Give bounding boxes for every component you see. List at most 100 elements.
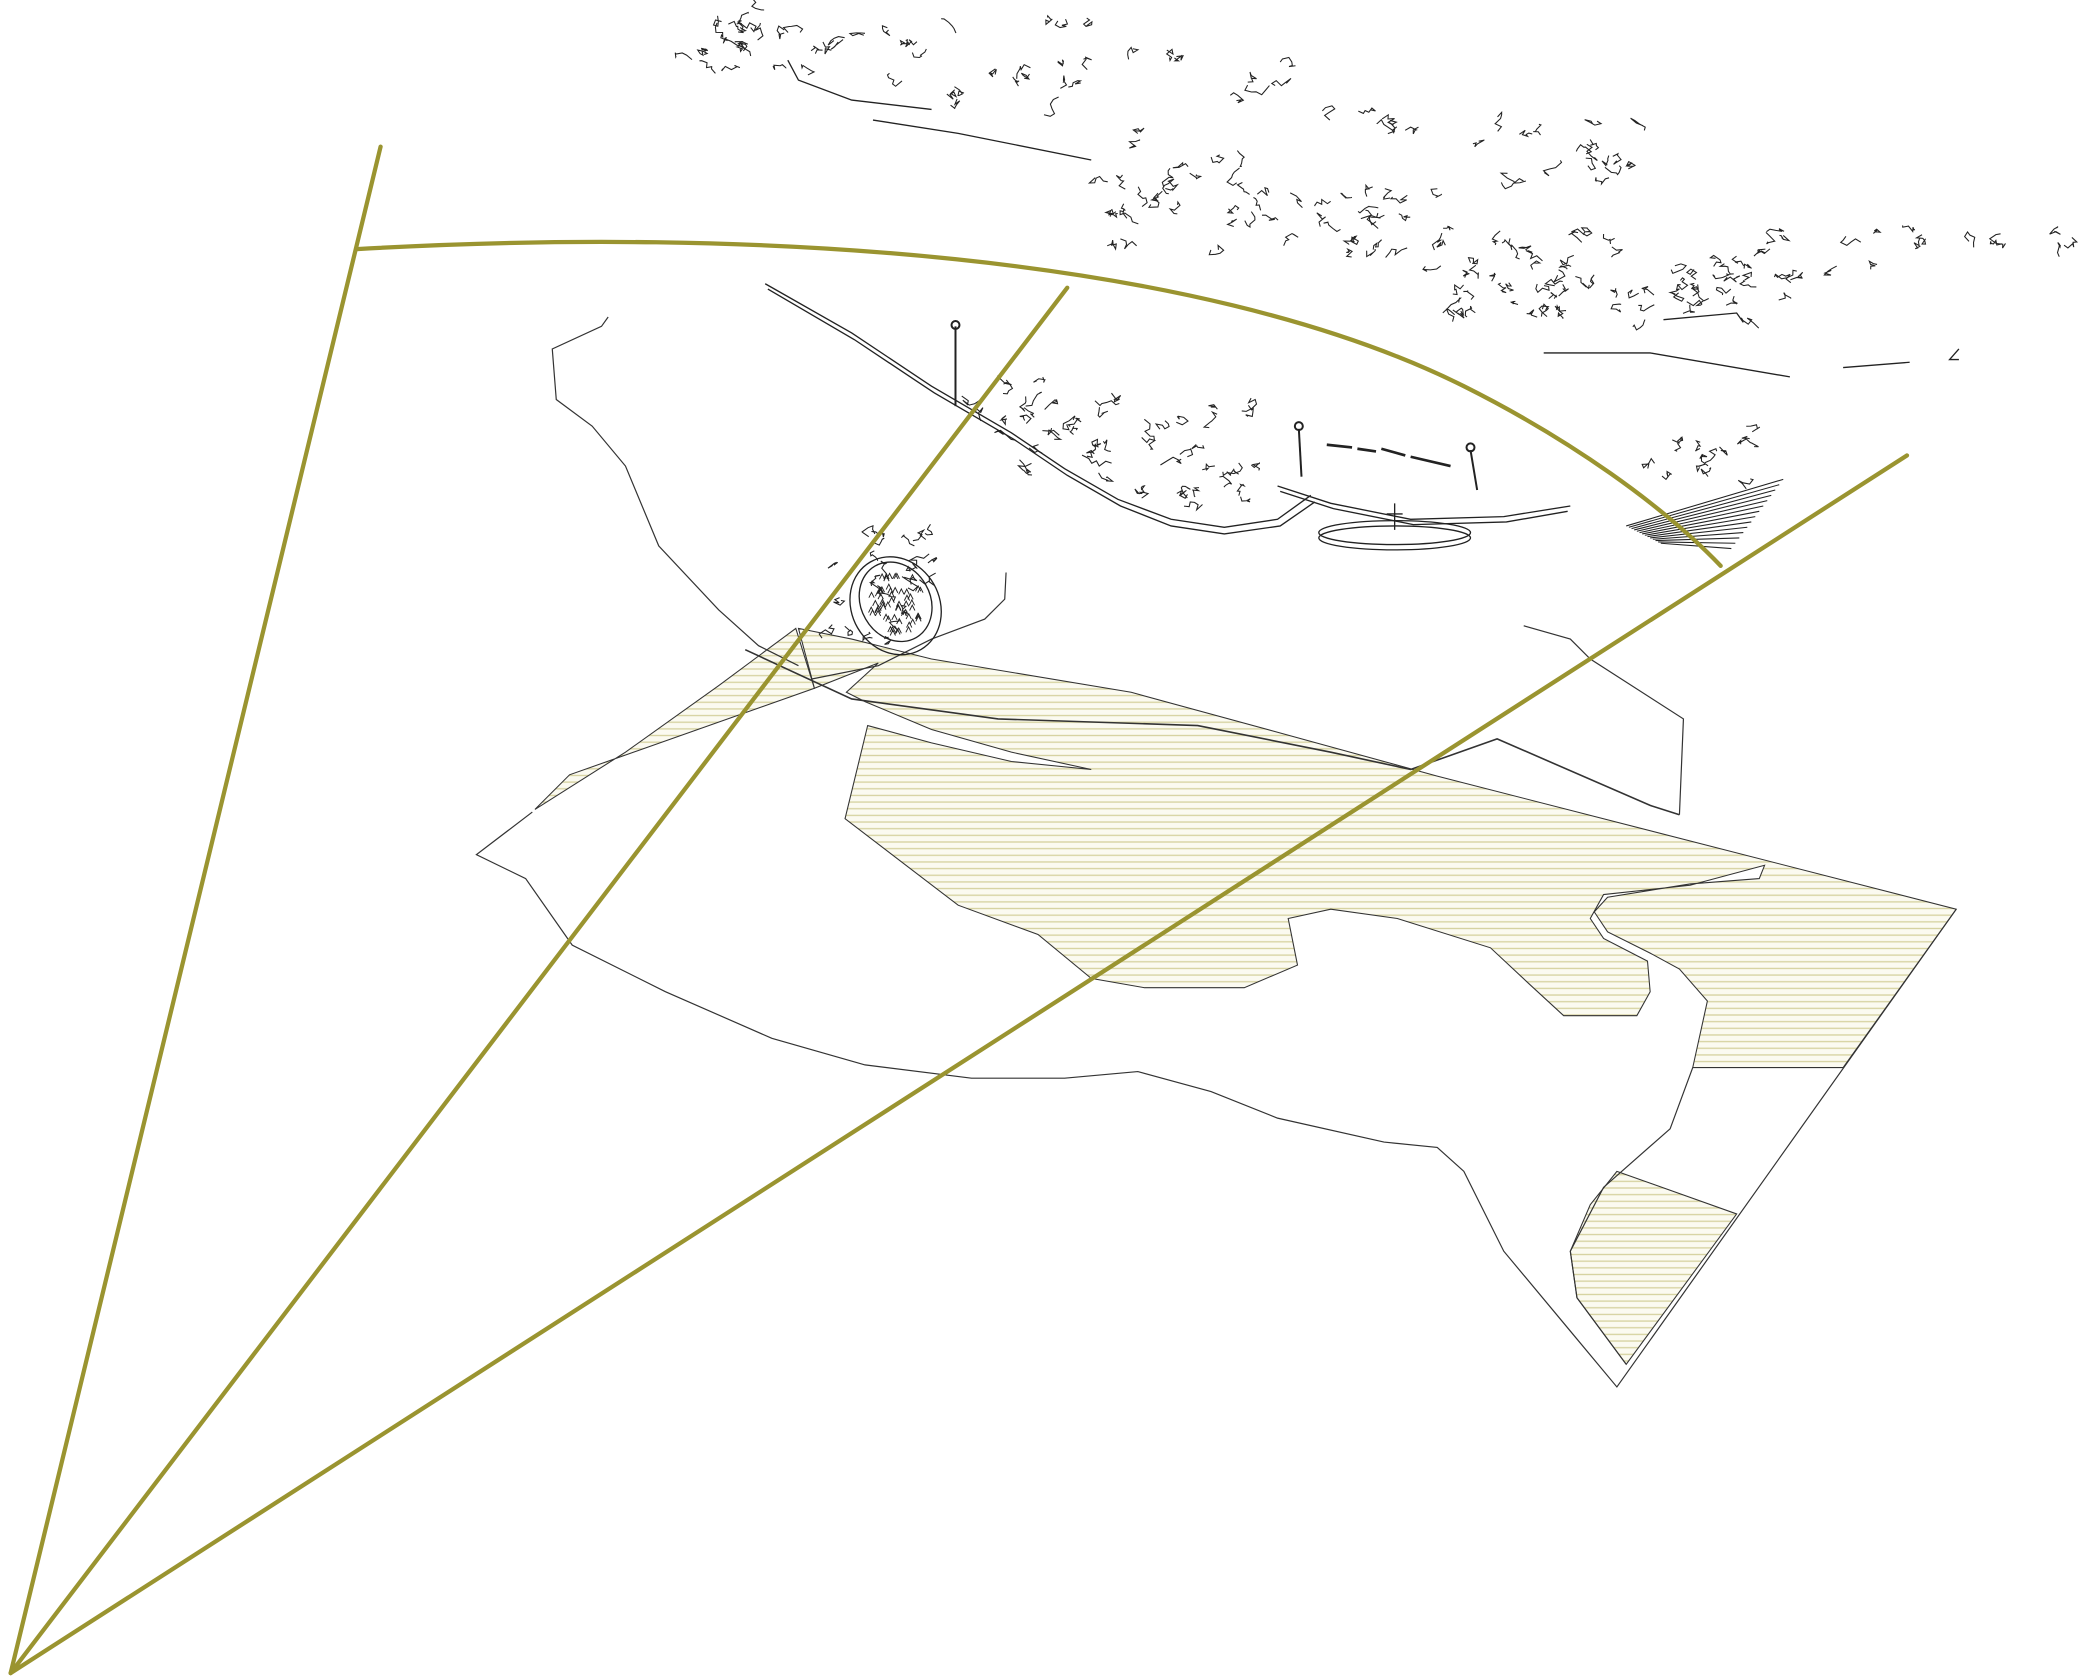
vegetation-stroke bbox=[1525, 250, 1543, 262]
vegetation-stroke bbox=[1137, 186, 1148, 207]
vegetation-stroke bbox=[1183, 501, 1203, 512]
vegetation-stroke bbox=[1165, 48, 1174, 63]
vegetation-stroke bbox=[1019, 414, 1032, 424]
fan-line bbox=[1647, 521, 1752, 538]
hatched-area-main bbox=[797, 627, 1958, 1069]
vegetation-stroke bbox=[1202, 410, 1218, 429]
vegetation-stroke bbox=[1510, 244, 1520, 260]
vegetation-stroke bbox=[1082, 17, 1093, 27]
vegetation-stroke bbox=[869, 550, 879, 561]
fan-line bbox=[1626, 478, 1784, 527]
vegetation-stroke bbox=[726, 39, 749, 48]
garden-triangle bbox=[885, 615, 892, 622]
vegetation-stroke bbox=[2056, 242, 2061, 257]
vegetation-stroke bbox=[1389, 194, 1408, 204]
vegetation-stroke bbox=[1902, 225, 1916, 233]
vegetation-stroke bbox=[1208, 244, 1225, 256]
site-outline bbox=[475, 316, 1957, 1388]
vegetation-stroke bbox=[1575, 276, 1590, 290]
vegetation-stroke bbox=[1715, 286, 1732, 296]
vegetation-stroke bbox=[924, 524, 934, 536]
vegetation-stroke bbox=[1091, 438, 1102, 448]
vegetation-stroke bbox=[1323, 221, 1341, 233]
vegetation-stroke bbox=[1139, 485, 1146, 494]
fan-line bbox=[1636, 500, 1768, 532]
vegetation-stroke bbox=[950, 98, 961, 110]
vegetation-stroke bbox=[818, 624, 835, 639]
vegetation-stroke bbox=[1279, 56, 1296, 68]
vegetation-stroke bbox=[1229, 92, 1245, 104]
vegetation-stroke bbox=[1069, 426, 1078, 435]
garden-triangle bbox=[889, 629, 896, 636]
vegetation-stroke bbox=[1741, 271, 1753, 281]
garden-triangle bbox=[887, 625, 894, 633]
garden-triangle bbox=[872, 599, 879, 607]
garden-triangle bbox=[917, 586, 924, 593]
lamp-posts bbox=[950, 320, 1479, 491]
vegetation-stroke bbox=[1360, 214, 1379, 229]
vegetation-stroke bbox=[1594, 177, 1610, 186]
vegetation-stroke bbox=[1270, 77, 1292, 87]
vegetation-stroke bbox=[1176, 415, 1189, 426]
garden-triangle bbox=[889, 625, 896, 633]
vegetation-stroke bbox=[1057, 59, 1064, 67]
vegetation-stroke bbox=[1580, 227, 1593, 237]
vegetation-stroke bbox=[1723, 275, 1741, 283]
vegetation-stroke bbox=[1452, 309, 1465, 319]
vegetation-stroke bbox=[1988, 233, 2006, 249]
fountain bbox=[1318, 503, 1472, 551]
vegetation-stroke bbox=[862, 631, 873, 642]
vegetation-stroke bbox=[738, 11, 749, 25]
vegetation-stroke bbox=[1086, 449, 1095, 458]
vegetation-stroke bbox=[800, 64, 816, 76]
vegetation-stroke bbox=[1553, 269, 1566, 283]
vegetation-stroke bbox=[1695, 463, 1706, 473]
garden-triangle bbox=[892, 586, 899, 594]
vegetation-stroke bbox=[1398, 213, 1411, 222]
vegetation-stroke bbox=[1202, 462, 1215, 471]
vegetation-stroke bbox=[1173, 54, 1184, 62]
vegetation-stroke bbox=[1002, 379, 1014, 395]
vegetation-stroke bbox=[1314, 198, 1331, 207]
garden-triangle bbox=[879, 600, 886, 608]
vegetation-stroke bbox=[1045, 14, 1053, 26]
vegetation-stroke bbox=[999, 415, 1008, 426]
garden-triangle bbox=[868, 591, 875, 598]
vegetation-stroke bbox=[1376, 118, 1396, 135]
vegetation-stroke bbox=[1366, 248, 1376, 258]
vegetation-stroke bbox=[1098, 472, 1115, 482]
vegetation-stroke bbox=[1558, 284, 1569, 297]
vegetation-stroke bbox=[1612, 152, 1622, 165]
vegetation-stroke bbox=[1778, 292, 1792, 301]
vegetation-stroke bbox=[1368, 212, 1379, 226]
vegetation-stroke bbox=[1765, 231, 1776, 245]
vegetation-stroke bbox=[1505, 282, 1514, 292]
vegetation-stroke bbox=[1422, 265, 1442, 272]
vegetation-stroke bbox=[1208, 404, 1218, 410]
vegetation-stroke bbox=[751, 0, 765, 11]
vegetation-stroke bbox=[988, 68, 997, 78]
garden-triangle bbox=[878, 585, 885, 593]
vegetation-stroke bbox=[827, 561, 839, 569]
vegetation-stroke bbox=[1012, 76, 1020, 87]
vegetation-stroke bbox=[1357, 205, 1379, 214]
vegetation-stroke bbox=[1668, 284, 1681, 295]
vegetation-stroke bbox=[954, 86, 965, 97]
vegetation-stroke bbox=[1436, 239, 1446, 248]
hatched-ground-areas bbox=[534, 627, 1958, 1366]
vegetation-stroke bbox=[1963, 231, 1976, 248]
vegetation-stroke bbox=[1048, 427, 1063, 440]
vegetation-stroke bbox=[754, 22, 764, 41]
vegetation-stroke bbox=[927, 557, 938, 564]
vegetation-stroke bbox=[1719, 446, 1728, 456]
fan-line bbox=[1628, 484, 1780, 528]
vegetation-stroke bbox=[1081, 56, 1092, 70]
vegetation-stroke bbox=[1165, 180, 1180, 192]
vegetation-stroke bbox=[1718, 263, 1734, 275]
vegetation-stroke bbox=[674, 52, 693, 61]
vegetation-stroke bbox=[1585, 157, 1597, 171]
vegetation-stroke bbox=[1283, 232, 1299, 246]
vegetation-stroke bbox=[905, 39, 918, 48]
vegetation-stroke bbox=[1020, 72, 1031, 80]
vegetation-stroke bbox=[1025, 391, 1042, 407]
